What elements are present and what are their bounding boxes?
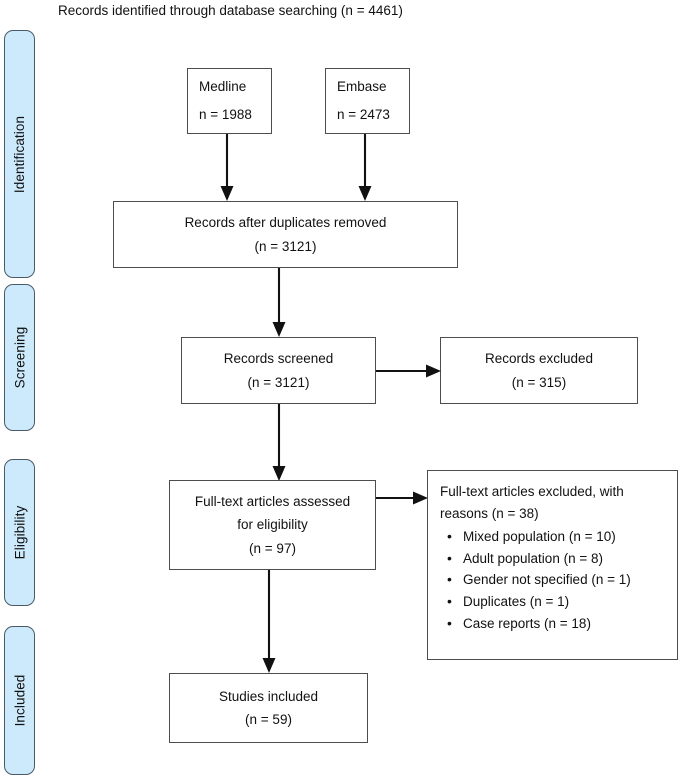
box-included-title: Studies included bbox=[218, 688, 319, 704]
stage-tab-included: Included bbox=[4, 626, 35, 775]
list-item: Gender not specified (n = 1) bbox=[447, 568, 669, 591]
box-fulltext-line2: for eligibility bbox=[237, 517, 308, 533]
reasons-heading: Full-text articles excluded, with reason… bbox=[440, 484, 624, 521]
box-studies-included: Studies included (n = 59) bbox=[169, 673, 368, 743]
stage-label-included: Included bbox=[12, 674, 27, 727]
arrow-embase-to-duplicates bbox=[358, 134, 372, 201]
arrow-fulltext-to-reasons bbox=[376, 491, 428, 505]
box-records-screened: Records screened (n = 3121) bbox=[181, 337, 376, 404]
box-records-excluded: Records excluded (n = 315) bbox=[440, 337, 638, 404]
arrow-screened-to-fulltext bbox=[272, 404, 286, 481]
stage-tab-eligibility: Eligibility bbox=[4, 459, 35, 606]
stage-label-eligibility: Eligibility bbox=[12, 505, 27, 560]
diagram-caption: Records identified through database sear… bbox=[58, 3, 403, 18]
box-records-after-duplicates-removed: Records after duplicates removed (n = 31… bbox=[113, 201, 458, 268]
box-excluded-count: (n = 315) bbox=[511, 374, 567, 390]
box-screened-title: Records screened bbox=[223, 351, 334, 367]
box-fulltext-count: (n = 97) bbox=[249, 540, 296, 556]
list-item: Mixed population (n = 10) bbox=[447, 525, 669, 548]
box-embase: Embase n = 2473 bbox=[325, 68, 410, 134]
arrow-medline-to-duplicates bbox=[220, 134, 234, 201]
box-embase-count: n = 2473 bbox=[337, 107, 390, 122]
stage-label-screening: Screening bbox=[12, 326, 28, 389]
stage-tab-screening: Screening bbox=[4, 284, 35, 431]
box-screened-count: (n = 3121) bbox=[247, 374, 310, 390]
box-fulltext-articles-assessed: Full-text articles assessed for eligibil… bbox=[169, 480, 376, 570]
list-item: Case reports (n = 18) bbox=[447, 612, 669, 635]
box-duplicates-count: (n = 3121) bbox=[254, 238, 317, 254]
reasons-list: Mixed population (n = 10) Adult populati… bbox=[440, 525, 669, 635]
box-medline: Medline n = 1988 bbox=[187, 68, 272, 134]
arrow-duplicates-to-screened bbox=[272, 268, 286, 337]
list-item: Adult population (n = 8) bbox=[447, 547, 669, 570]
box-medline-title: Medline bbox=[199, 79, 247, 95]
box-included-count: (n = 59) bbox=[245, 712, 292, 727]
box-fulltext-line1: Full-text articles assessed bbox=[194, 494, 351, 510]
arrow-screened-to-excluded bbox=[376, 364, 441, 378]
stage-label-identification: Identification bbox=[12, 115, 28, 193]
box-embase-title: Embase bbox=[337, 79, 387, 95]
box-duplicates-title: Records after duplicates removed bbox=[184, 215, 387, 231]
box-excluded-title: Records excluded bbox=[484, 351, 594, 367]
box-medline-count: n = 1988 bbox=[199, 107, 252, 122]
box-fulltext-excluded-reasons: Full-text articles excluded, with reason… bbox=[427, 470, 678, 660]
list-item: Duplicates (n = 1) bbox=[447, 590, 669, 613]
stage-tab-identification: Identification bbox=[4, 30, 35, 278]
arrow-fulltext-to-included bbox=[262, 570, 276, 673]
